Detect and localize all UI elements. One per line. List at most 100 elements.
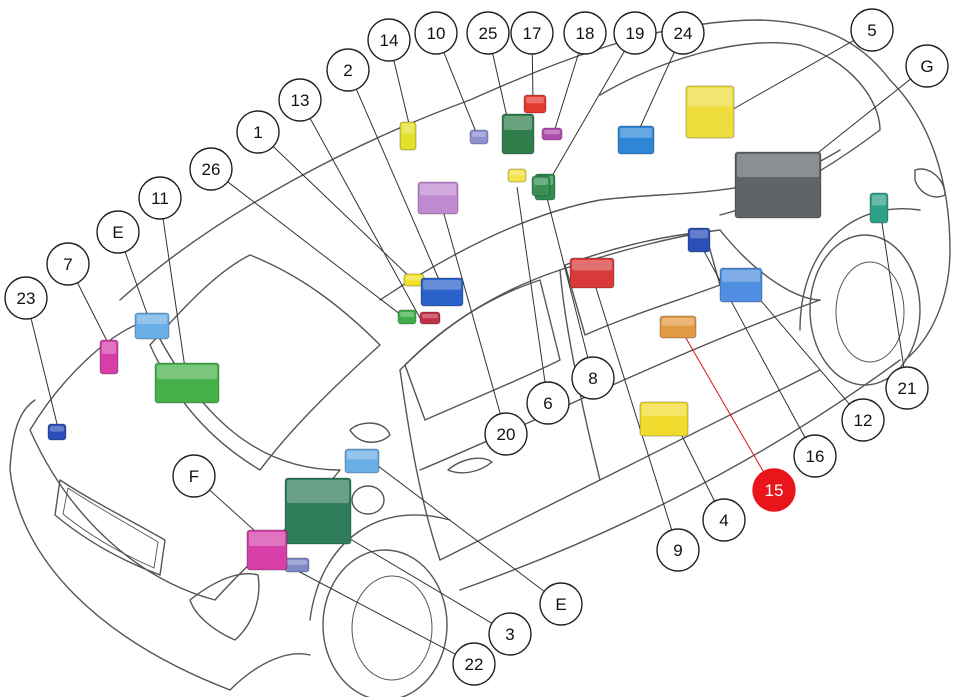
front-arch <box>309 514 451 621</box>
module-7 <box>99 339 119 375</box>
roof-edge <box>119 19 891 301</box>
side-mirror <box>349 422 391 443</box>
leader-E <box>124 251 151 323</box>
leader-24 <box>637 51 675 133</box>
callout-label-19: 19 <box>626 24 645 43</box>
module-highlight-6 <box>510 171 524 176</box>
leader-13 <box>309 118 421 319</box>
module-highlight-13 <box>422 314 438 319</box>
module-box-2 <box>420 277 464 307</box>
module-box-15 <box>659 315 697 339</box>
callout-circle-19 <box>613 11 657 55</box>
module-highlight-1 <box>406 276 422 281</box>
callout-circle-21 <box>885 366 929 410</box>
modules-layer <box>47 85 889 573</box>
callout-circle-18 <box>563 11 607 55</box>
front-wheel-inner <box>351 575 433 681</box>
callout-circle-26 <box>189 147 233 191</box>
callout-circle-5 <box>850 8 894 52</box>
leader-21 <box>879 209 905 368</box>
module-box-26 <box>397 309 417 325</box>
module-box-17 <box>523 94 547 114</box>
module-box-13 <box>419 311 441 325</box>
callout-4: 4 <box>702 498 746 542</box>
module-18 <box>541 127 563 141</box>
grille-inner <box>62 487 159 569</box>
leader-22 <box>295 569 456 655</box>
leader-8 <box>544 189 589 358</box>
callout-circle-G <box>905 44 949 88</box>
leader-26 <box>227 181 406 319</box>
module-highlight-12 <box>722 270 760 282</box>
callout-9: 9 <box>656 528 700 572</box>
callout-20: 20 <box>484 412 528 456</box>
lower-body <box>229 359 901 691</box>
callout-26: 26 <box>189 147 233 191</box>
module-box-12 <box>719 267 763 303</box>
module-box-16 <box>687 227 711 253</box>
callout-circle-20 <box>484 412 528 456</box>
callout-G: G <box>905 44 949 88</box>
module-highlight-16 <box>690 230 708 239</box>
rear-wheel-inner <box>835 261 905 363</box>
callout-E: E <box>96 210 140 254</box>
module-5 <box>685 85 735 139</box>
module-box-5 <box>685 85 735 139</box>
windshield <box>149 254 381 471</box>
module-9 <box>569 257 615 289</box>
callout-label-4: 4 <box>719 511 728 530</box>
module-box-14 <box>399 121 417 151</box>
callout-13: 13 <box>278 78 322 122</box>
callout-circle-F <box>172 454 216 498</box>
callout-2: 2 <box>326 48 370 92</box>
callout-label-12: 12 <box>854 411 873 430</box>
callout-label-24: 24 <box>674 24 693 43</box>
module-24 <box>617 125 655 155</box>
callout-15: 15 <box>752 468 796 512</box>
callout-label-16: 16 <box>806 447 825 466</box>
module-highlight-20 <box>420 184 456 196</box>
side-crease <box>419 299 821 471</box>
door-handle <box>447 457 493 474</box>
module-box-F <box>246 529 288 571</box>
module-26 <box>397 309 417 325</box>
callout-label-3: 3 <box>505 625 514 644</box>
module-box-G <box>734 151 822 219</box>
module-highlight-19 <box>534 178 548 185</box>
front-bumper <box>9 399 231 691</box>
module-highlight-F <box>249 532 285 546</box>
module-highlight-24 <box>620 128 652 138</box>
leader-16 <box>697 239 806 438</box>
module-21 <box>869 192 889 224</box>
module-11 <box>154 362 220 404</box>
callout-E: E <box>539 582 583 626</box>
callout-label-11: 11 <box>151 189 169 208</box>
module-G <box>734 151 822 219</box>
module-highlight-21 <box>872 195 886 206</box>
leader-23 <box>30 318 59 429</box>
module-20 <box>417 181 459 215</box>
module-box-11 <box>154 362 220 404</box>
side-sill <box>439 369 821 561</box>
module-E <box>134 312 170 340</box>
callout-circle-16 <box>793 434 837 478</box>
callout-label-8: 8 <box>588 369 597 388</box>
front-wheel <box>322 549 448 697</box>
callout-circle-3 <box>488 612 532 656</box>
module-F <box>246 529 288 571</box>
module-box-4 <box>639 401 689 437</box>
callout-5: 5 <box>850 8 894 52</box>
callout-label-1: 1 <box>253 123 262 142</box>
callout-circle-7 <box>46 242 90 286</box>
module-box-3 <box>284 477 352 545</box>
module-box-10 <box>469 129 489 145</box>
callout-10: 10 <box>414 11 458 55</box>
callout-label-20: 20 <box>497 425 516 444</box>
callout-label-17: 17 <box>523 24 542 43</box>
callout-label-E: E <box>555 595 566 614</box>
module-13 <box>419 311 441 325</box>
rear-door <box>559 229 821 301</box>
callout-3: 3 <box>488 612 532 656</box>
module-highlight-E <box>137 315 167 325</box>
